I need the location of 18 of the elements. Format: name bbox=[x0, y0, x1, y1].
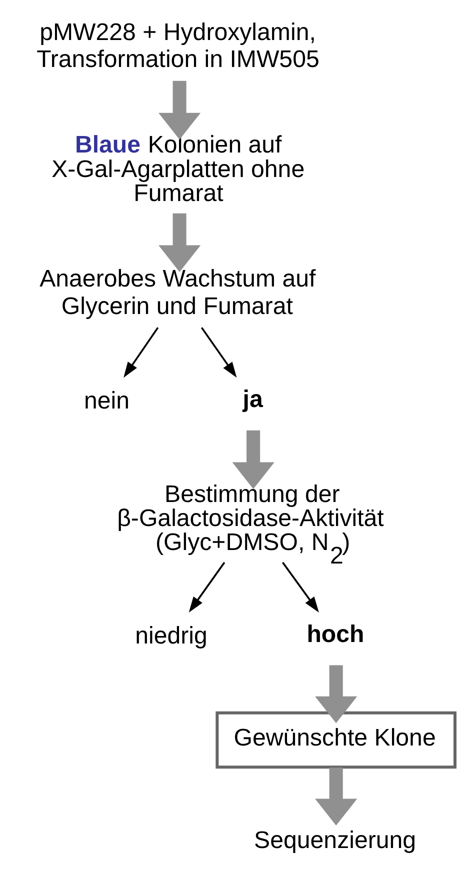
arrow bbox=[282, 562, 319, 612]
node-text: Anaerobes Wachstum auf Glycerin und Fumarat bbox=[40, 266, 316, 320]
arrow bbox=[315, 665, 358, 724]
node-text: hoch bbox=[306, 620, 364, 648]
arrow bbox=[188, 562, 226, 612]
arrow bbox=[315, 768, 358, 826]
node-text: nein bbox=[84, 388, 130, 415]
node-text: Sequenzierung bbox=[254, 827, 416, 854]
arrow bbox=[124, 327, 159, 378]
arrow bbox=[200, 327, 237, 378]
arrow bbox=[158, 213, 201, 272]
node-text: pMW228 + Hydroxylamin, Transformation in IMW505 bbox=[36, 18, 320, 73]
node-text: ja bbox=[242, 386, 263, 414]
node-box: Gewünschte Klone bbox=[216, 711, 456, 769]
arrow bbox=[232, 430, 274, 490]
node-text: niedrig bbox=[135, 622, 208, 650]
node-text: Blaue Kolonien auf X-Gal-Agarplatten ohne Fumarat bbox=[52, 132, 305, 207]
arrow bbox=[158, 80, 201, 140]
